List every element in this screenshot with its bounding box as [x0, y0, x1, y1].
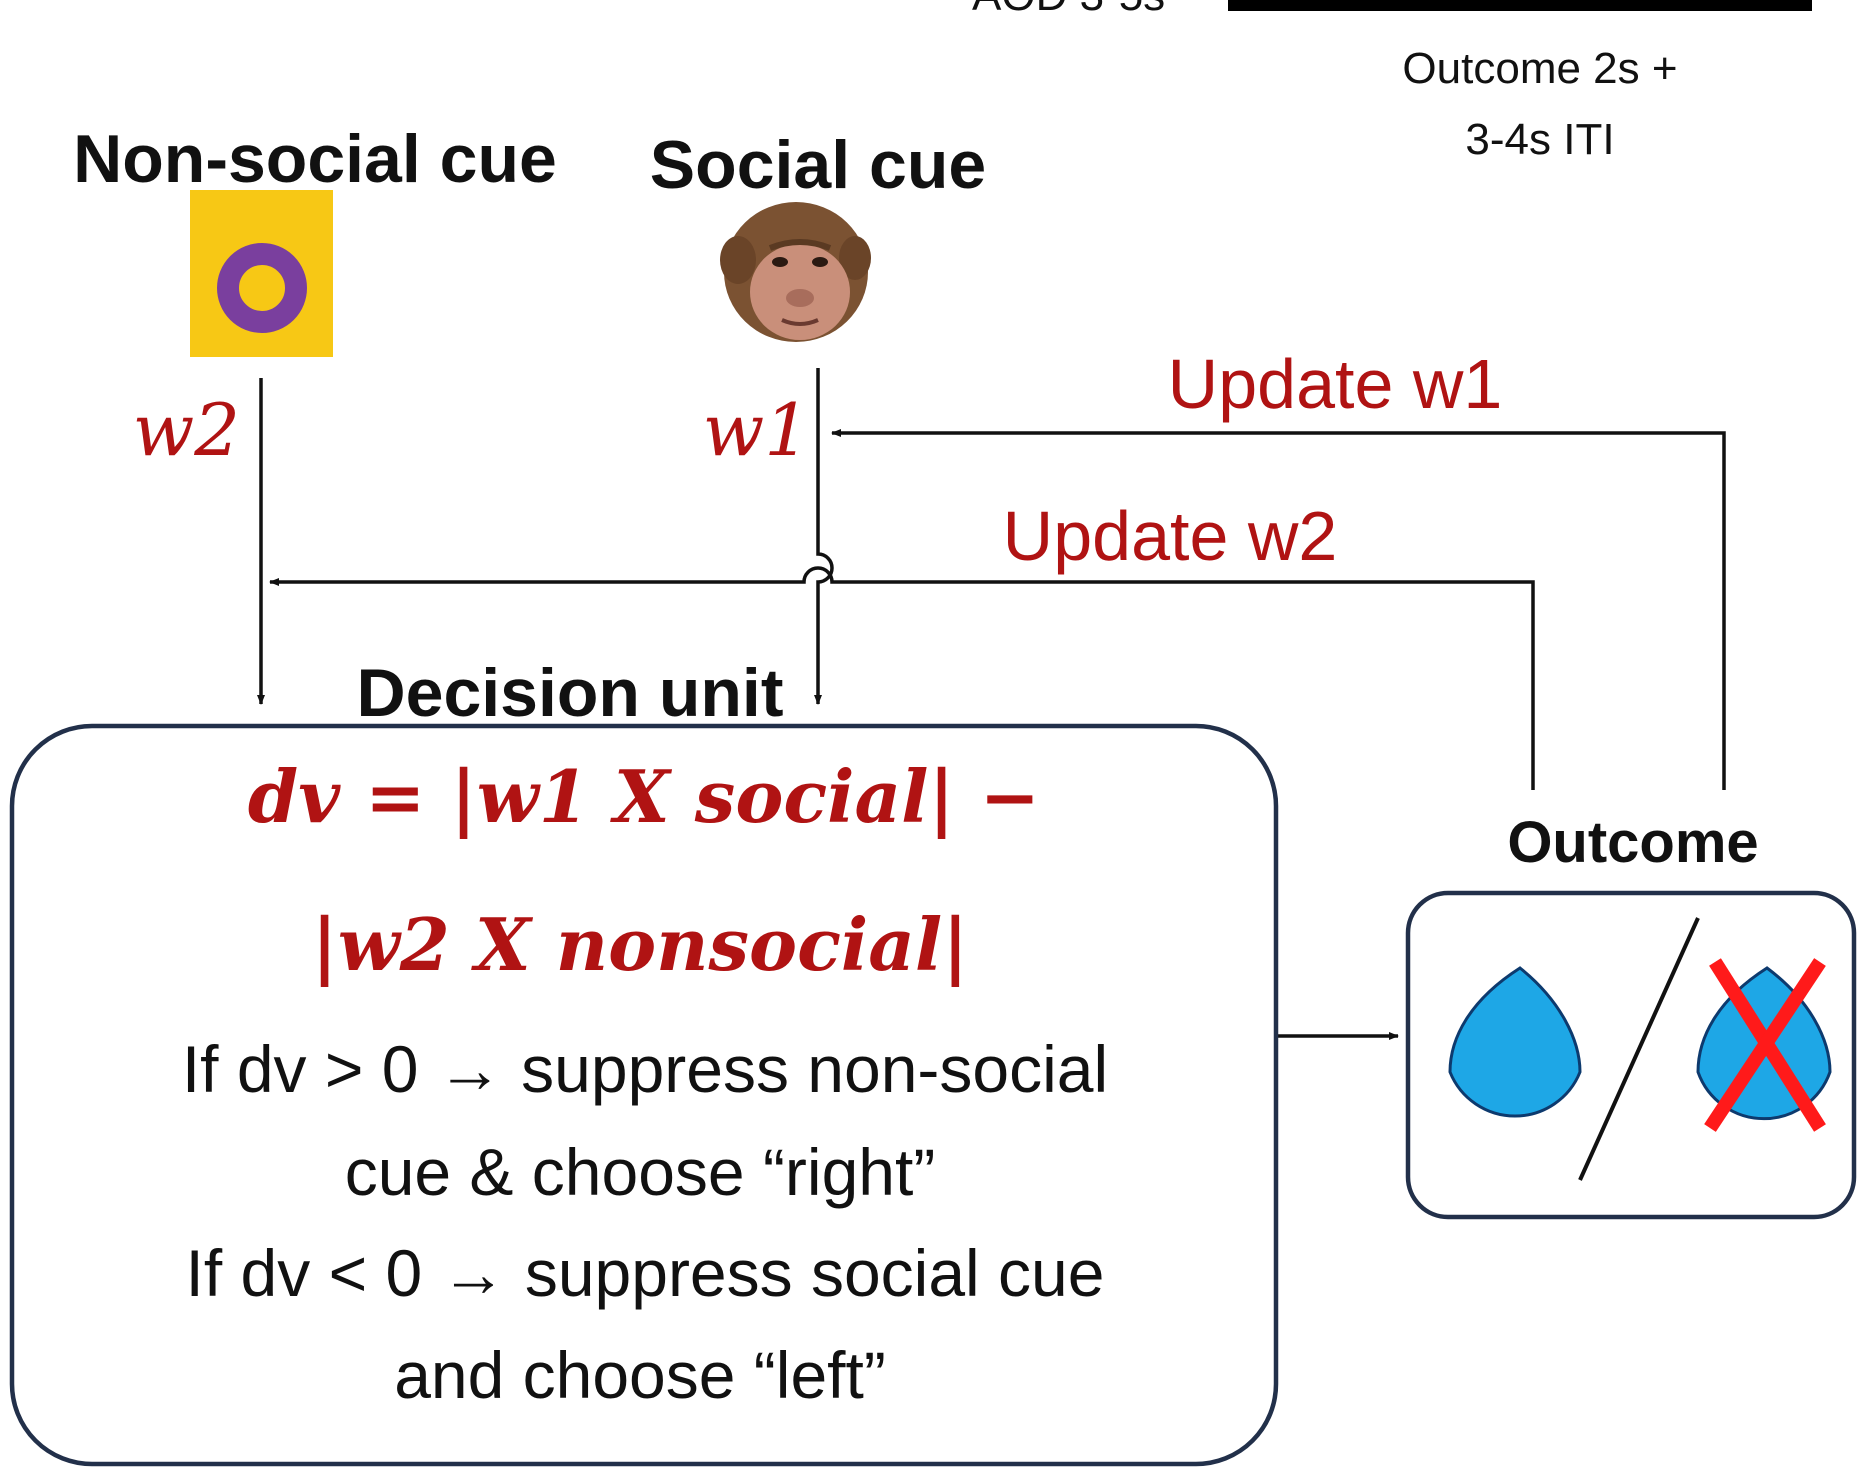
social-cue-title: Social cue — [650, 127, 986, 203]
outcome-timing-line2: 3-4s ITI — [1465, 115, 1614, 164]
rule-negative-line1: If dv < 0 → suppress social cue — [186, 1236, 1105, 1310]
outcome-timing-line1: Outcome 2s + — [1402, 44, 1677, 93]
rule-negative-line2: and choose “left” — [394, 1338, 886, 1412]
nonsocial-cue-title: Non-social cue — [73, 121, 557, 197]
w2-label: w2 — [133, 388, 240, 472]
monkey-face-icon — [720, 202, 871, 342]
decision-unit-box — [9, 723, 1279, 1467]
outcome-box — [1405, 890, 1857, 1220]
rule-positive-line1: If dv > 0 → suppress non-social — [182, 1032, 1108, 1106]
rule-positive-line2: cue & choose “right” — [345, 1135, 936, 1209]
nonsocial-cue-icon — [190, 190, 333, 357]
decision-unit-title: Decision unit — [357, 655, 784, 731]
w1-label: w1 — [703, 388, 810, 472]
outcome-timing-bar — [1228, 0, 1812, 11]
update-w1-label: Update w1 — [1168, 345, 1503, 423]
update-w2-label: Update w2 — [1003, 497, 1338, 575]
decision-equation-line1: dv = |w1 X social| − — [248, 754, 1040, 839]
update-w1-connector — [831, 429, 1726, 790]
water-drop-icon — [1448, 966, 1582, 1118]
decision-equation-line2: |w2 X nonsocial| — [312, 902, 969, 987]
aod-timing-label: AOD 3-5s — [972, 0, 1165, 20]
outcome-title: Outcome — [1507, 810, 1758, 875]
crossed-water-drop-icon — [1696, 958, 1832, 1132]
social-cue-arrow — [814, 368, 834, 705]
update-w2-connector — [269, 566, 1535, 790]
outcome-separator — [1578, 917, 1700, 1181]
